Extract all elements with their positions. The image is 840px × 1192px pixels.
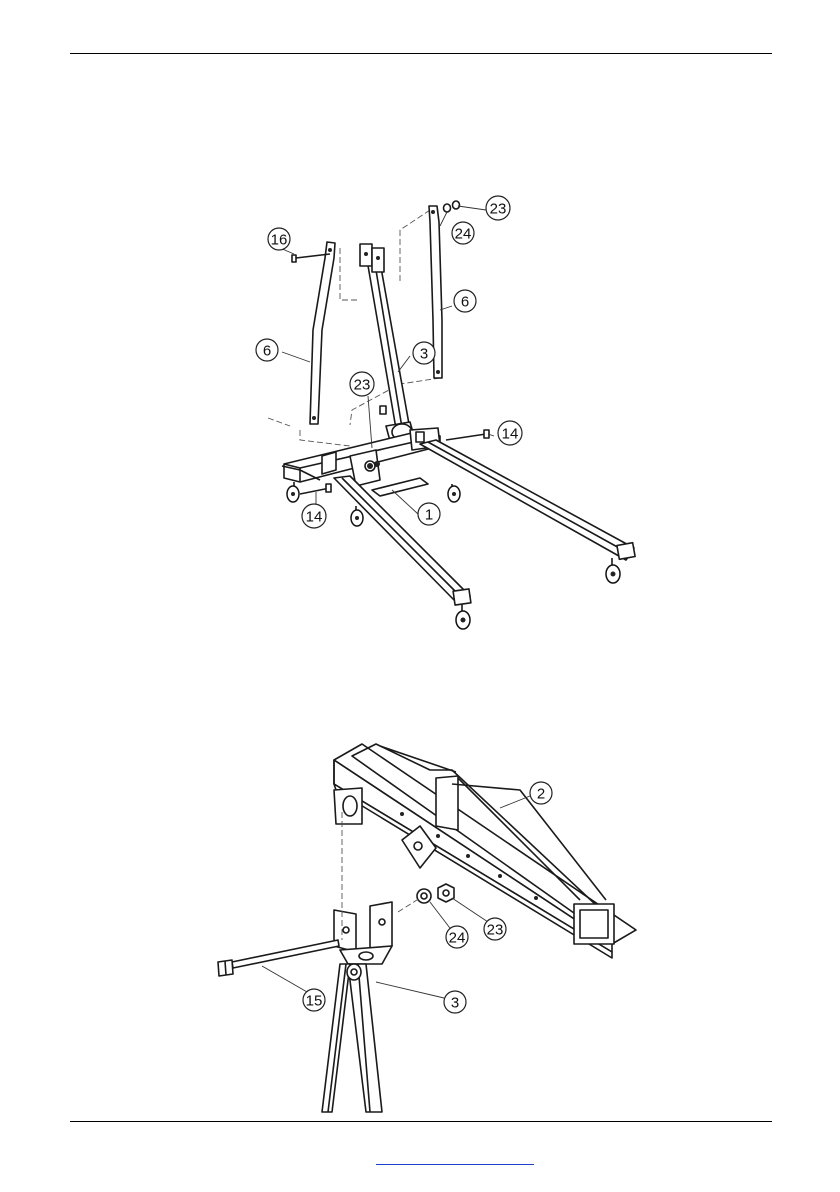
nut-23-part	[438, 884, 454, 902]
washer-nut-upper-part	[444, 201, 460, 212]
svg-text:3: 3	[451, 995, 459, 1012]
callout-3: 3	[413, 342, 435, 364]
svg-text:23: 23	[354, 377, 371, 394]
boom-part	[334, 744, 636, 958]
svg-text:16: 16	[271, 232, 288, 249]
callout-6-right: 6	[454, 290, 476, 312]
svg-text:24: 24	[455, 226, 472, 243]
svg-text:6: 6	[263, 343, 271, 360]
svg-text:2: 2	[537, 786, 545, 803]
mast-part	[360, 244, 418, 456]
bolt-15-part	[218, 940, 339, 976]
svg-text:23: 23	[490, 201, 507, 218]
callout-24: 24	[452, 222, 474, 244]
svg-text:14: 14	[502, 426, 519, 443]
svg-text:15: 15	[306, 993, 323, 1010]
svg-text:1: 1	[425, 507, 433, 524]
callout-23-bottom: 23	[484, 918, 506, 940]
left-brace-part	[310, 242, 335, 424]
bolt-14-right-part	[446, 430, 489, 440]
figure-top-crane-base: 16 6 6 3 23 24 23 14 14 1	[0, 0, 840, 660]
svg-text:14: 14	[306, 509, 323, 526]
callout-3-bottom: 3	[444, 991, 466, 1013]
callout-6-left: 6	[256, 339, 278, 361]
callout-14-left: 14	[302, 504, 326, 528]
callout-16: 16	[268, 228, 290, 250]
mast-bracket-part	[322, 902, 392, 1112]
footer-rule	[70, 1121, 772, 1122]
caster-wheels-part	[287, 482, 620, 629]
callout-23-lower: 23	[350, 372, 374, 396]
bolt-14-left-part	[300, 484, 331, 494]
svg-text:6: 6	[461, 294, 469, 311]
callout-1: 1	[418, 503, 440, 525]
callout-15: 15	[303, 989, 325, 1011]
callout-14-right: 14	[498, 421, 522, 445]
svg-text:3: 3	[420, 346, 428, 363]
footer-link[interactable]	[376, 1150, 534, 1165]
callout-24-bottom: 24	[446, 926, 468, 948]
svg-text:23: 23	[487, 922, 504, 939]
base-frame-part	[282, 428, 635, 605]
callout-23-upper: 23	[486, 196, 510, 220]
callout-2: 2	[530, 782, 552, 804]
svg-text:24: 24	[449, 930, 466, 947]
washer-24-part	[417, 889, 431, 903]
